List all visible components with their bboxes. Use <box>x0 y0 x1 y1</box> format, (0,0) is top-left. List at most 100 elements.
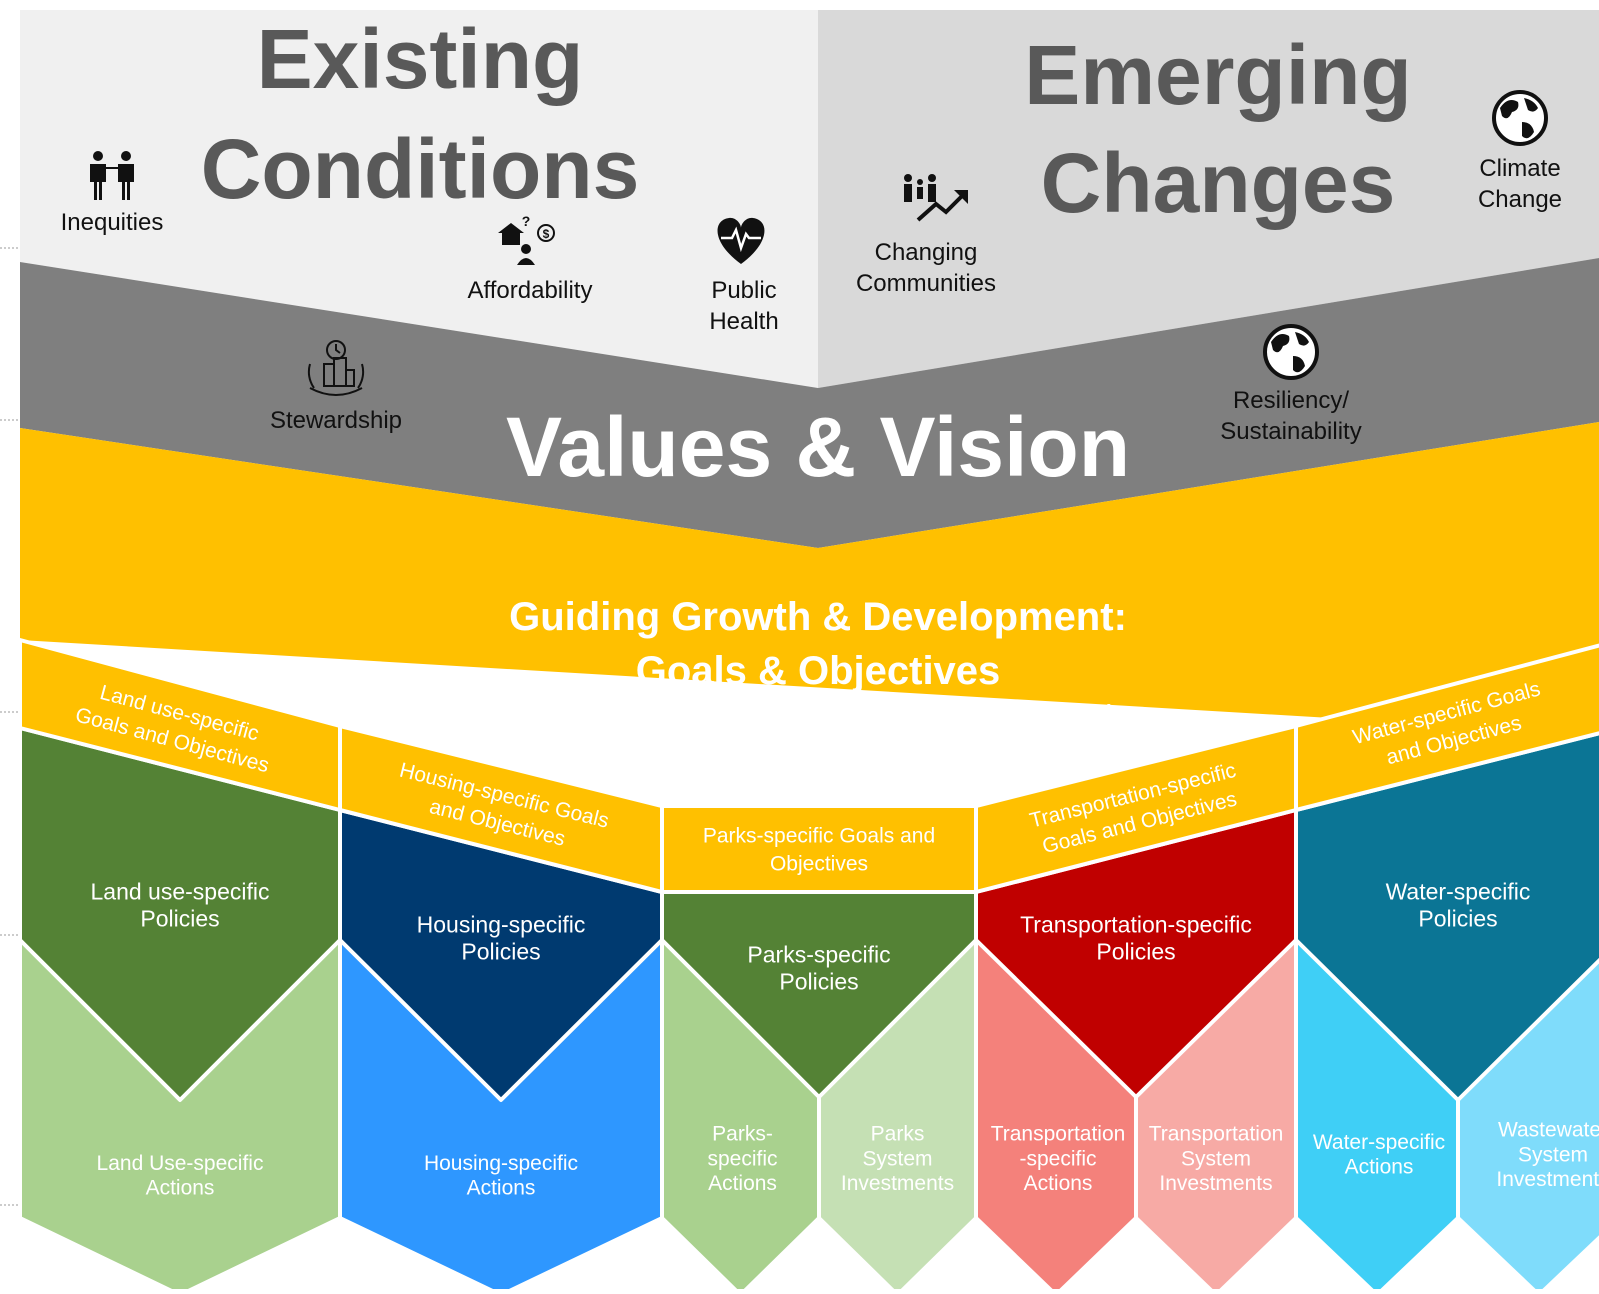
factor-label-line: Communities <box>856 270 996 297</box>
globe-icon <box>1492 90 1548 146</box>
goals-strip-water <box>1294 643 1599 812</box>
goals-title-line1: Guiding Growth & Development: <box>509 595 1127 639</box>
actions-label-parks-line: Actions <box>708 1172 777 1195</box>
factor-label-line: Climate <box>1479 155 1560 182</box>
actions-label-parks-line: specific <box>707 1147 777 1170</box>
policies-label-housing-line: Housing-specific <box>417 911 586 937</box>
actions-label-landuse-line: Actions <box>146 1177 215 1200</box>
policies-label-parks-line: Policies <box>779 969 858 995</box>
goals-label-parks-line: Parks-specific Goals and <box>703 824 935 847</box>
factor-label-house-money: Affordability <box>468 277 593 304</box>
emerging-changes-panel <box>818 10 1599 388</box>
actions-label-transport-line: Actions <box>1024 1172 1093 1195</box>
policies-label-housing-line: Policies <box>461 939 540 965</box>
globe-icon <box>1263 324 1319 380</box>
policies-label-parks-line: Parks-specific <box>747 941 890 967</box>
house-money-icon: ? $ <box>498 213 555 265</box>
policies-label-water-line: Water-specific <box>1386 878 1531 904</box>
column-housing: Housing-specificActionsHousing-specificP… <box>338 724 664 1289</box>
policies-label-landuse-line: Land use-specific <box>91 878 270 904</box>
factor-label-line: Changing <box>875 239 978 266</box>
investments-label-transport-line: Investments <box>1159 1172 1272 1195</box>
policies-label-transport-line: Transportation-specific <box>1020 911 1252 937</box>
goals-strip-parks <box>660 804 978 894</box>
column-transport: Transportation-specificActionsTransporta… <box>974 724 1298 1289</box>
investments-label-parks-line: Investments <box>841 1172 954 1195</box>
goals-label-parks-line: Objectives <box>770 852 868 875</box>
goals-objectives-band <box>20 422 1599 734</box>
factor-label-line: Inequities <box>61 209 164 236</box>
factor-label-line: Change <box>1478 186 1562 213</box>
investments-label-water-line: Investments <box>1496 1168 1599 1191</box>
actions-label-transport-line: -specific <box>1019 1147 1096 1170</box>
family-growth-icon <box>904 174 968 222</box>
svg-text:?: ? <box>522 213 531 229</box>
factor-label-city-stewardship: Stewardship <box>270 407 402 434</box>
policies-label-landuse-line: Policies <box>140 906 219 932</box>
goals-subtitle: (cross-divisional and policy area specif… <box>518 698 1118 735</box>
factor-label-line: Health <box>709 308 778 335</box>
goals-title-line2: Goals & Objectives <box>636 649 1001 693</box>
city-stewardship-icon <box>307 340 365 396</box>
column-parks: Parks-specificActionsParksSystemInvestme… <box>660 804 978 1289</box>
actions-label-housing-line: Actions <box>467 1177 536 1200</box>
column-water: Water-specificActionsWastewaterSystemInv… <box>1294 643 1599 1289</box>
actions-label-landuse-line: Land Use-specific <box>97 1152 264 1175</box>
policies-label-water-line: Policies <box>1418 906 1497 932</box>
emerging-changes-title: Emerging Changes <box>1024 28 1411 230</box>
factor-label-line: Resiliency/ <box>1233 387 1349 414</box>
actions-label-water-line: Water-specific <box>1313 1131 1445 1154</box>
factor-label-line: Stewardship <box>270 407 402 434</box>
heart-pulse-icon <box>717 217 765 264</box>
investments-label-parks-line: System <box>862 1147 932 1170</box>
investments-label-transport-line: System <box>1181 1147 1251 1170</box>
values-vision-title: Values & Vision <box>506 400 1130 494</box>
emerging-title-line1: Emerging <box>1024 28 1411 122</box>
existing-conditions-title: Existing Conditions <box>201 12 640 216</box>
factor-label-globe: Resiliency/Sustainability <box>1220 387 1361 445</box>
factor-label-line: Affordability <box>468 277 593 304</box>
existing-title-line2: Conditions <box>201 122 640 216</box>
factor-label-line: Sustainability <box>1220 418 1361 445</box>
factor-label-people-apart: Inequities <box>61 209 164 236</box>
investments-label-parks-line: Parks <box>871 1123 925 1146</box>
goals-title: Guiding Growth & Development: Goals & Ob… <box>509 595 1127 735</box>
margin-guides <box>0 247 18 1206</box>
actions-label-transport-line: Transportation <box>991 1123 1126 1146</box>
actions-label-housing-line: Housing-specific <box>424 1152 578 1175</box>
factor-label-line: Public <box>711 277 776 304</box>
investments-label-transport-line: Transportation <box>1149 1123 1284 1146</box>
investments-label-water-line: Wastewater <box>1498 1119 1599 1142</box>
investments-label-water-line: System <box>1518 1143 1588 1166</box>
values-vision-band <box>20 258 1599 548</box>
existing-title-line1: Existing <box>257 12 584 106</box>
policies-label-transport-line: Policies <box>1096 939 1175 965</box>
svg-text:$: $ <box>543 227 550 241</box>
actions-label-parks-line: Parks- <box>712 1123 773 1146</box>
actions-label-water-line: Actions <box>1345 1156 1414 1179</box>
emerging-title-line2: Changes <box>1041 136 1396 230</box>
people-apart-icon <box>90 151 134 200</box>
